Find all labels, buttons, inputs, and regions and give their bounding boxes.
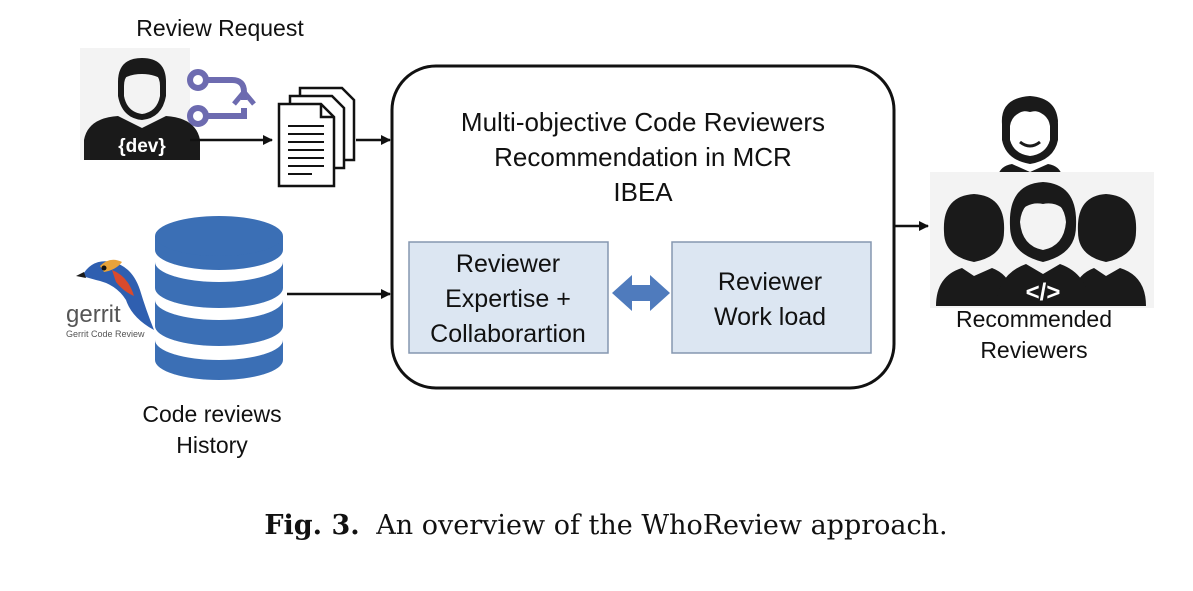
- main-title-line2: Recommendation in MCR: [494, 142, 792, 172]
- review-request-label: Review Request: [136, 15, 304, 41]
- objective-workload-box: [671, 241, 872, 354]
- objective-workload-line1: Reviewer: [718, 268, 822, 296]
- figure-caption-label: Fig. 3.: [264, 510, 359, 541]
- main-title-line1: Multi-objective Code Reviewers: [461, 107, 825, 137]
- figure-caption: Fig. 3. An overview of the WhoReview app…: [264, 510, 947, 541]
- reviewer-team-icon: </>: [930, 172, 1154, 308]
- main-title-line3: IBEA: [613, 177, 673, 207]
- history-label-line2: History: [176, 432, 248, 458]
- bidirectional-arrow: [612, 275, 670, 311]
- objective-expertise-line1: Reviewer: [456, 250, 560, 278]
- recommended-label-line2: Reviewers: [980, 337, 1087, 363]
- merge-request-icon: [187, 69, 256, 127]
- objective-expertise-box: [408, 241, 609, 354]
- recommended-label-line1: Recommended: [956, 306, 1112, 332]
- objective-expertise-line3: Collaborartion: [430, 320, 586, 348]
- history-label-line1: Code reviews: [142, 401, 281, 427]
- dev-badge-text: {dev}: [118, 136, 166, 157]
- gerrit-logo-word: gerrit: [66, 301, 121, 328]
- figure-caption-text: An overview of the WhoReview approach.: [375, 510, 947, 541]
- code-badge-text: </>: [1026, 279, 1061, 306]
- gerrit-logo: gerrit Gerrit Code Review: [66, 259, 154, 339]
- documents-icon: [277, 86, 356, 188]
- reviewer-head-icon: [998, 96, 1062, 176]
- objective-workload-line2: Work load: [714, 303, 826, 331]
- gerrit-logo-caption: Gerrit Code Review: [66, 329, 145, 339]
- developer-icon: {dev}: [80, 48, 200, 160]
- objective-expertise-line2: Expertise +: [445, 285, 571, 313]
- database-icon: [155, 216, 283, 380]
